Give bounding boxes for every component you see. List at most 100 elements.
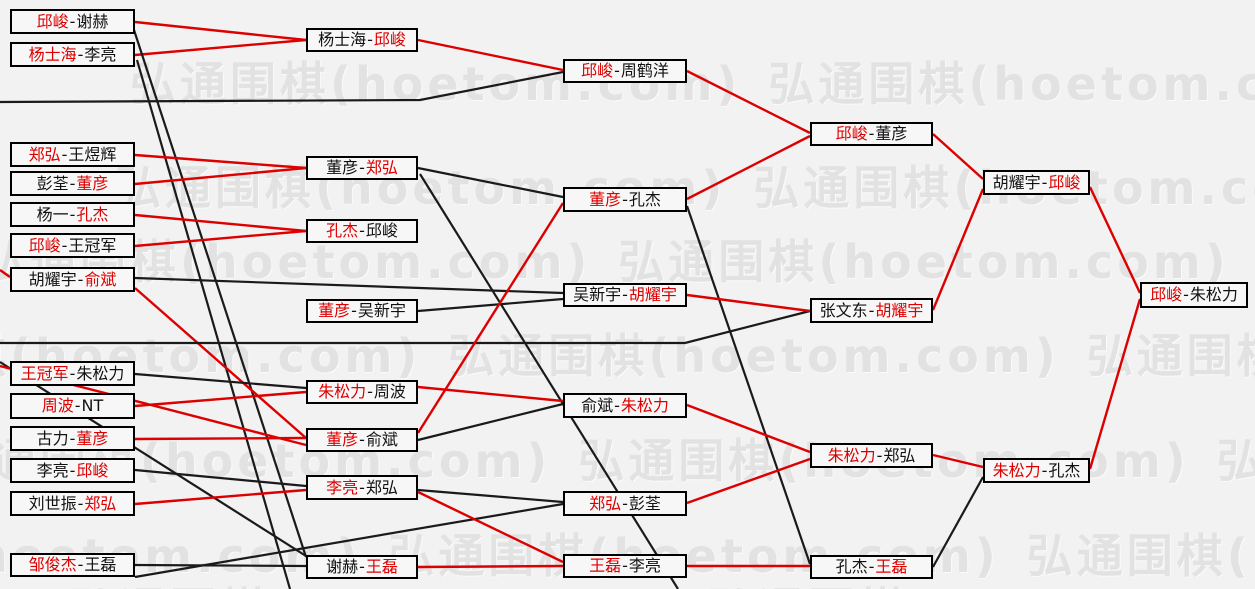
connector-line-black [417, 488, 564, 504]
player-name: 朱松力 [827, 445, 876, 465]
connector-line-red [686, 403, 811, 454]
player-name: 彭荃 [36, 173, 69, 193]
connector-line-red [134, 20, 307, 42]
player-name: 董彦 [318, 301, 351, 320]
player-name: 王磊 [589, 556, 622, 575]
player-name: 邱峻 [365, 221, 398, 240]
player-name: 郑弘 [84, 493, 117, 513]
vs-hyphen: - [622, 285, 628, 304]
connector-line-red [686, 69, 811, 135]
vs-hyphen: - [351, 301, 357, 320]
match-box: 胡耀宇-俞斌 [10, 267, 135, 292]
player-name: 古力 [36, 428, 69, 448]
player-name: 邱峻 [1150, 285, 1183, 304]
match-box: 朱松力-孔杰 [983, 458, 1090, 483]
player-name: 周鹤洋 [620, 61, 669, 80]
match-box: 朱松力-周波 [306, 380, 418, 404]
connector-line-red [134, 166, 307, 186]
player-name: 彭荃 [628, 493, 661, 513]
vs-hyphen: - [1041, 460, 1048, 480]
player-name: 谢赫 [326, 557, 359, 576]
connector-line-red [417, 490, 564, 564]
match-box: 董彦-孔杰 [563, 187, 687, 212]
connector-line-black [0, 70, 564, 104]
player-name: 周波 [373, 382, 406, 401]
connector-line-black [685, 205, 812, 565]
player-name: 李亮 [326, 477, 359, 497]
player-name: 俞斌 [84, 269, 117, 289]
match-box: 胡耀宇-邱峻 [983, 170, 1090, 195]
connector-line-black [134, 372, 307, 390]
match-box: 郑弘-彭荃 [563, 491, 687, 516]
connector-line-red [134, 488, 307, 506]
connector-line-black [0, 309, 811, 345]
player-name: 郑弘 [365, 477, 398, 497]
player-name: 邱峻 [28, 235, 61, 255]
match-box: 俞斌-朱松力 [563, 393, 687, 418]
match-box: 董彦-郑弘 [306, 156, 418, 180]
connector-line-red [134, 153, 307, 170]
player-name: 杨一 [36, 204, 69, 224]
connector-line-black [417, 297, 564, 313]
vs-hyphen: - [1041, 172, 1048, 192]
player-name: 孔杰 [835, 557, 868, 576]
vs-hyphen: - [69, 428, 76, 448]
vs-hyphen: - [359, 557, 365, 576]
vs-hyphen: - [74, 396, 81, 415]
vs-hyphen: - [61, 144, 68, 164]
match-box: 邱峻-周鹤洋 [563, 59, 687, 83]
player-name: 王磊 [875, 557, 908, 576]
player-name: 李亮 [36, 460, 69, 480]
vs-hyphen: - [359, 158, 365, 177]
match-box: 邱峻-朱松力 [1140, 282, 1248, 308]
vs-hyphen: - [61, 235, 68, 255]
player-name: 董彦 [875, 124, 908, 143]
match-box: 董彦-吴新宇 [306, 299, 418, 323]
player-name: 董彦 [326, 158, 359, 177]
match-box: 邱峻-董彦 [810, 122, 933, 146]
connector-line-red [134, 38, 307, 57]
vs-hyphen: - [622, 556, 628, 575]
match-box: 邱峻-谢赫 [10, 9, 135, 34]
player-name: 邱峻 [76, 460, 109, 480]
connector-line-red [416, 202, 565, 434]
player-name: 张文东 [819, 300, 868, 320]
player-name: 胡耀宇 [875, 300, 924, 320]
connector-line-red [686, 293, 811, 313]
match-box: 古力-董彦 [10, 426, 135, 451]
connector-line-black [132, 29, 308, 558]
player-name: 孔杰 [76, 204, 109, 224]
match-box: 张文东-胡耀宇 [810, 298, 933, 323]
player-name: 董彦 [76, 428, 109, 448]
watermark-text: 弘通围棋(hoetom.com) 弘通围棋(hoetom.com) 弘通围棋(h… [70, 574, 1255, 589]
connector-line-black [134, 563, 307, 568]
match-box: 杨士海-李亮 [10, 42, 135, 67]
connector-line-red [134, 229, 307, 248]
player-name: 朱松力 [76, 363, 125, 383]
vs-hyphen: - [868, 557, 875, 576]
player-name: 朱松力 [318, 382, 367, 401]
connector-line-red [134, 436, 307, 441]
match-box: 王冠军-朱松力 [10, 361, 135, 386]
connector-line-black [134, 468, 307, 488]
vs-hyphen: - [77, 44, 84, 64]
player-name: 谢赫 [76, 11, 109, 31]
match-box: 王磊-李亮 [563, 554, 687, 578]
connector-line-red [1088, 186, 1142, 294]
connector-line-red [932, 133, 984, 180]
vs-hyphen: - [868, 300, 875, 320]
player-name: 郑弘 [883, 445, 916, 465]
player-name: 邱峻 [36, 11, 69, 31]
vs-hyphen: - [77, 493, 84, 513]
player-name: 邹俊杰 [28, 555, 77, 574]
match-box: 杨士海-邱峻 [306, 28, 418, 52]
watermark-text: 弘通围棋(hoetom.com) 弘通围棋(hoetom.com) 弘通围棋(h… [0, 329, 1255, 383]
vs-hyphen: - [69, 460, 76, 480]
player-name: 胡耀宇 [992, 172, 1041, 192]
connector-line-black [134, 502, 564, 579]
player-name: 董彦 [326, 430, 359, 449]
vs-hyphen: - [367, 30, 373, 49]
player-name: 朱松力 [1189, 285, 1238, 304]
match-box: 李亮-郑弘 [306, 475, 418, 500]
